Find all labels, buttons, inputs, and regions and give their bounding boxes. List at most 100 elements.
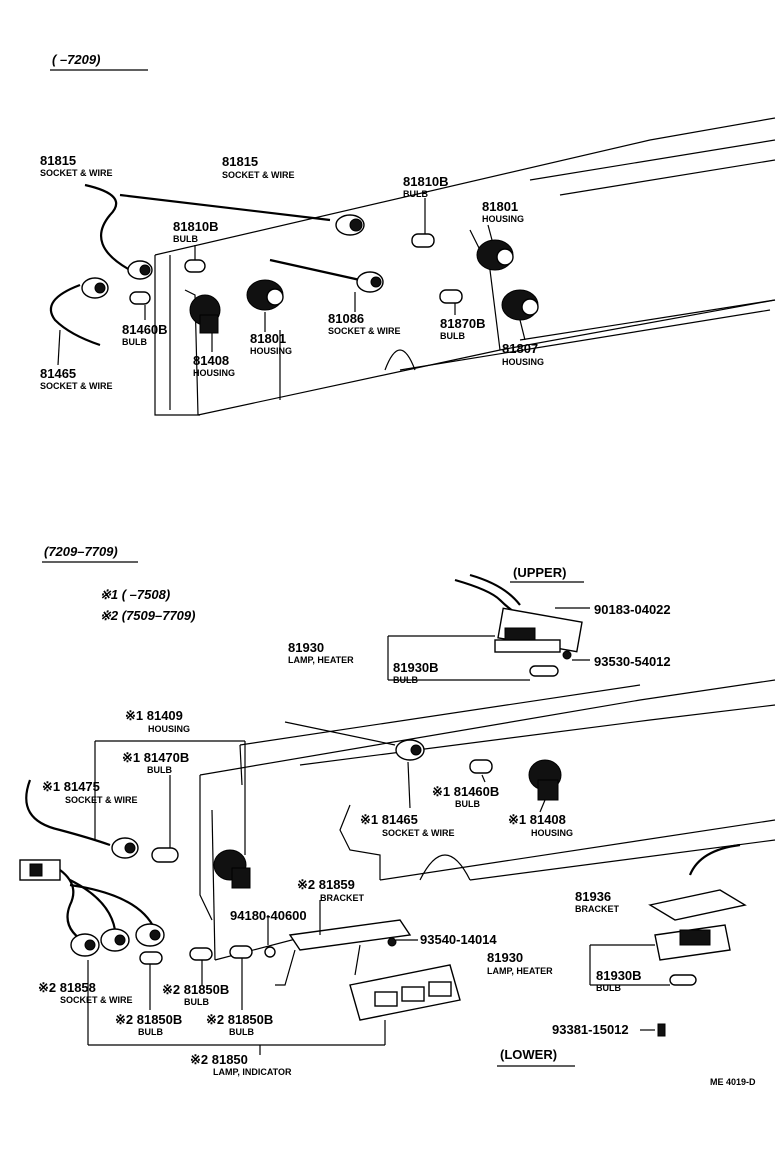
- top-bulb-81870: [439, 289, 463, 304]
- top-section: ( –7209): [40, 52, 776, 416]
- label-81470-pn: ※1 81470B: [122, 750, 189, 765]
- label-81850b-desc: BULB: [138, 1027, 163, 1037]
- label-81930Bl-desc: BULB: [596, 983, 621, 993]
- upper-label: (UPPER): [513, 565, 566, 580]
- harness-81858: [19, 859, 165, 957]
- label-81801b-desc: HOUSING: [482, 214, 524, 224]
- top-socket-81815a: [127, 260, 153, 280]
- top-housing-81408: [189, 294, 221, 334]
- bottom-leaders: [87, 740, 546, 1055]
- label-81850c-desc: BULB: [229, 1027, 254, 1037]
- top-wire-81086: [269, 258, 361, 282]
- top-dash-panel: [154, 117, 776, 416]
- label-90183: 90183-04022: [594, 602, 671, 617]
- indicator-lamp-81850: [349, 964, 461, 1021]
- label-81460-b-pn: ※1 81460B: [432, 784, 499, 799]
- label-81807-desc: HOUSING: [502, 357, 544, 367]
- label-81870-desc: BULB: [440, 331, 465, 341]
- top-socket-81465: [81, 277, 109, 299]
- label-94180: 94180-40600: [230, 908, 307, 923]
- bottom-housing-81409: [213, 849, 251, 889]
- label-81815b-desc: SOCKET & WIRE: [222, 170, 295, 180]
- label-81465-desc: SOCKET & WIRE: [40, 381, 113, 391]
- label-93540: 93540-14014: [420, 932, 497, 947]
- label-81810b-desc: BULB: [403, 189, 428, 199]
- lower-heater-lamp: [589, 843, 747, 1037]
- label-81460-b-desc: BULB: [455, 799, 480, 809]
- label-81930Bl-pn: 81930B: [596, 968, 642, 983]
- label-81936-desc: BRACKET: [575, 904, 620, 914]
- bottom-period-label: (7209–7709): [44, 544, 118, 559]
- top-leaders: [57, 198, 526, 366]
- top-socket-81086: [356, 271, 384, 293]
- label-81810a-desc: BULB: [173, 234, 198, 244]
- label-93530: 93530-54012: [594, 654, 671, 669]
- label-81858-desc: SOCKET & WIRE: [60, 995, 133, 1005]
- label-81870-pn: 81870B: [440, 316, 486, 331]
- top-housing-81801a: [246, 279, 284, 311]
- lower-label: (LOWER): [500, 1047, 557, 1062]
- label-81850a-desc: BULB: [184, 997, 209, 1007]
- label-81815a-pn: 81815: [40, 153, 76, 168]
- label-81930u-pn: 81930: [288, 640, 324, 655]
- label-81460-desc: BULB: [122, 337, 147, 347]
- label-81470-desc: BULB: [147, 765, 172, 775]
- label-81460-pn: 81460B: [122, 322, 168, 337]
- label-81850-pn: ※2 81850: [190, 1052, 248, 1067]
- label-81409-pn: ※1 81409: [125, 708, 183, 723]
- label-81810b-pn: 81810B: [403, 174, 449, 189]
- label-81930Bu-desc: BULB: [393, 675, 418, 685]
- label-81930l-desc: LAMP, HEATER: [487, 966, 553, 976]
- bulb-81470: [151, 847, 179, 863]
- label-81465-b-pn: ※1 81465: [360, 812, 418, 827]
- label-81475-pn: ※1 81475: [42, 779, 100, 794]
- top-housing-81801b: [476, 239, 514, 271]
- label-81801a-desc: HOUSING: [250, 346, 292, 356]
- label-81465-pn: 81465: [40, 366, 76, 381]
- label-81930Bu-pn: 81930B: [393, 660, 439, 675]
- label-81859-pn: ※2 81859: [297, 877, 355, 892]
- label-81850c-pn: ※2 81850B: [206, 1012, 273, 1027]
- label-81086-desc: SOCKET & WIRE: [328, 326, 401, 336]
- bottom-section: (7209–7709) ※1 ( –7508) ※2 (7509–7709) (…: [19, 544, 776, 1077]
- label-81408-desc: HOUSING: [193, 368, 235, 378]
- label-81859-desc: BRACKET: [320, 893, 365, 903]
- bracket-81859: [264, 919, 418, 986]
- bottom-housing-81408: [528, 759, 562, 801]
- label-81858-pn: ※2 81858: [38, 980, 96, 995]
- label-81465-b-desc: SOCKET & WIRE: [382, 828, 455, 838]
- label-81801a-pn: 81801: [250, 331, 286, 346]
- label-81475-desc: SOCKET & WIRE: [65, 795, 138, 805]
- top-bulb-81810a: [184, 259, 206, 273]
- label-81815b-pn: 81815: [222, 154, 258, 169]
- label-81810a-pn: 81810B: [173, 219, 219, 234]
- label-81850-desc: LAMP, INDICATOR: [213, 1067, 292, 1077]
- label-81815a-desc: SOCKET & WIRE: [40, 168, 113, 178]
- top-period-label: ( –7209): [52, 52, 100, 67]
- top-bulb-81810b: [411, 233, 435, 248]
- top-wire-81465: [49, 283, 101, 347]
- label-81409-desc: HOUSING: [148, 724, 190, 734]
- label-81801b-pn: 81801: [482, 199, 518, 214]
- bottom-socket-81465: [395, 739, 425, 761]
- footer-code: ME 4019-D: [710, 1077, 756, 1087]
- label-81850a-pn: ※2 81850B: [162, 982, 229, 997]
- top-socket-81815b: [335, 214, 365, 236]
- note-1: ※1 ( –7508): [100, 587, 170, 602]
- top-wire-81815a: [84, 183, 131, 271]
- top-bulb-81460: [129, 291, 151, 305]
- label-81807-pn: 81807: [502, 341, 538, 356]
- label-81930u-desc: LAMP, HEATER: [288, 655, 354, 665]
- bottom-bulb-81460: [469, 759, 493, 774]
- label-81850b-pn: ※2 81850B: [115, 1012, 182, 1027]
- label-93381: 93381-15012: [552, 1022, 629, 1037]
- upper-heater-lamp: [387, 573, 590, 681]
- label-81936-pn: 81936: [575, 889, 611, 904]
- bulbs-81850: [139, 945, 253, 965]
- top-wire-81815b: [119, 193, 331, 222]
- label-81086-pn: 81086: [328, 311, 364, 326]
- top-housing-81807: [501, 289, 539, 321]
- label-81408-b-pn: ※1 81408: [508, 812, 566, 827]
- label-81408-b-desc: HOUSING: [531, 828, 573, 838]
